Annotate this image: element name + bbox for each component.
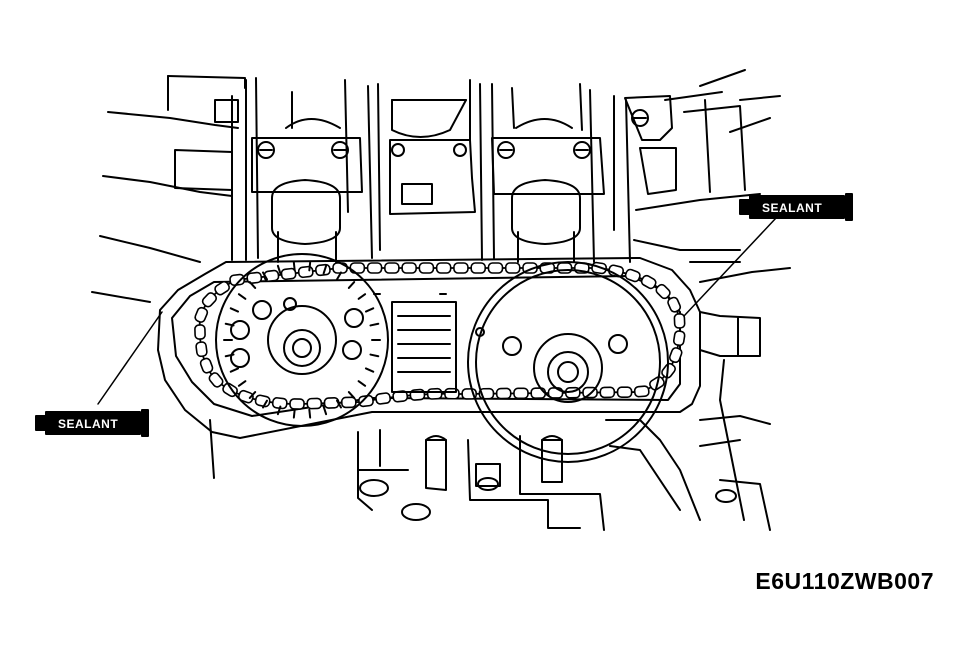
- sealant-tube-left: SEALANT: [35, 409, 149, 437]
- sealant-tube-right: SEALANT: [739, 193, 853, 221]
- left-cam-sprocket: [215, 253, 389, 427]
- timing-chain: [198, 267, 681, 405]
- figure-code: E6U110ZWB007: [755, 568, 934, 594]
- sealant-label-right: SEALANT: [762, 201, 822, 215]
- camshafts: [271, 179, 581, 263]
- center-idler-gears: [373, 293, 457, 393]
- sealant-leader-lines: [97, 217, 777, 405]
- camshaft-caps: [251, 109, 649, 195]
- right-cam-sprocket: [467, 261, 669, 463]
- chain-links: [194, 261, 686, 410]
- sealant-label-left: SEALANT: [58, 417, 118, 431]
- lower-housing: [209, 359, 771, 531]
- timing-cover-flange: [157, 257, 761, 439]
